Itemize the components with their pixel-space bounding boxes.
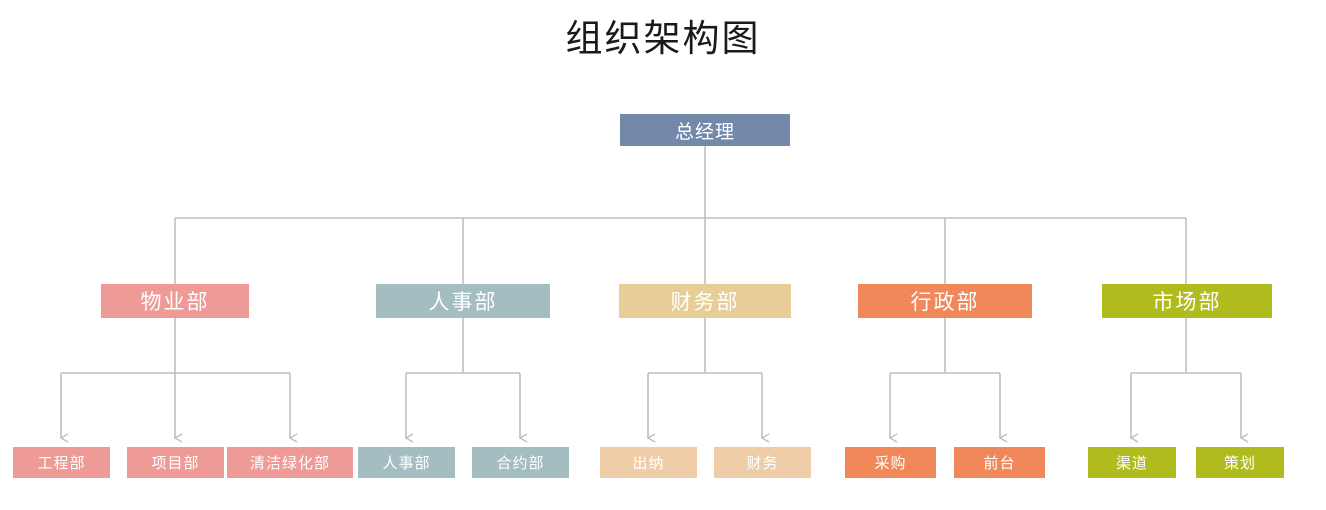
node-marketing-channel[interactable]: 渠道 — [1088, 447, 1176, 478]
node-dept-property[interactable]: 物业部 — [101, 284, 249, 318]
node-dept-hr[interactable]: 人事部 — [376, 284, 550, 318]
node-admin-front-desk[interactable]: 前台 — [954, 447, 1045, 478]
node-dept-finance[interactable]: 财务部 — [619, 284, 791, 318]
node-hr-personnel[interactable]: 人事部 — [358, 447, 455, 478]
node-finance-cashier[interactable]: 出纳 — [600, 447, 697, 478]
node-dept-admin[interactable]: 行政部 — [858, 284, 1032, 318]
node-hr-contract[interactable]: 合约部 — [472, 447, 569, 478]
node-root-general-manager[interactable]: 总经理 — [620, 114, 790, 146]
node-dept-marketing[interactable]: 市场部 — [1102, 284, 1272, 318]
node-property-cleaning-greening[interactable]: 清洁绿化部 — [227, 447, 353, 478]
node-property-engineering[interactable]: 工程部 — [13, 447, 110, 478]
node-property-project[interactable]: 项目部 — [127, 447, 224, 478]
node-finance-accounting[interactable]: 财务 — [714, 447, 811, 478]
page-title: 组织架构图 — [565, 19, 761, 60]
node-marketing-planning[interactable]: 策划 — [1196, 447, 1284, 478]
node-admin-procurement[interactable]: 采购 — [845, 447, 936, 478]
